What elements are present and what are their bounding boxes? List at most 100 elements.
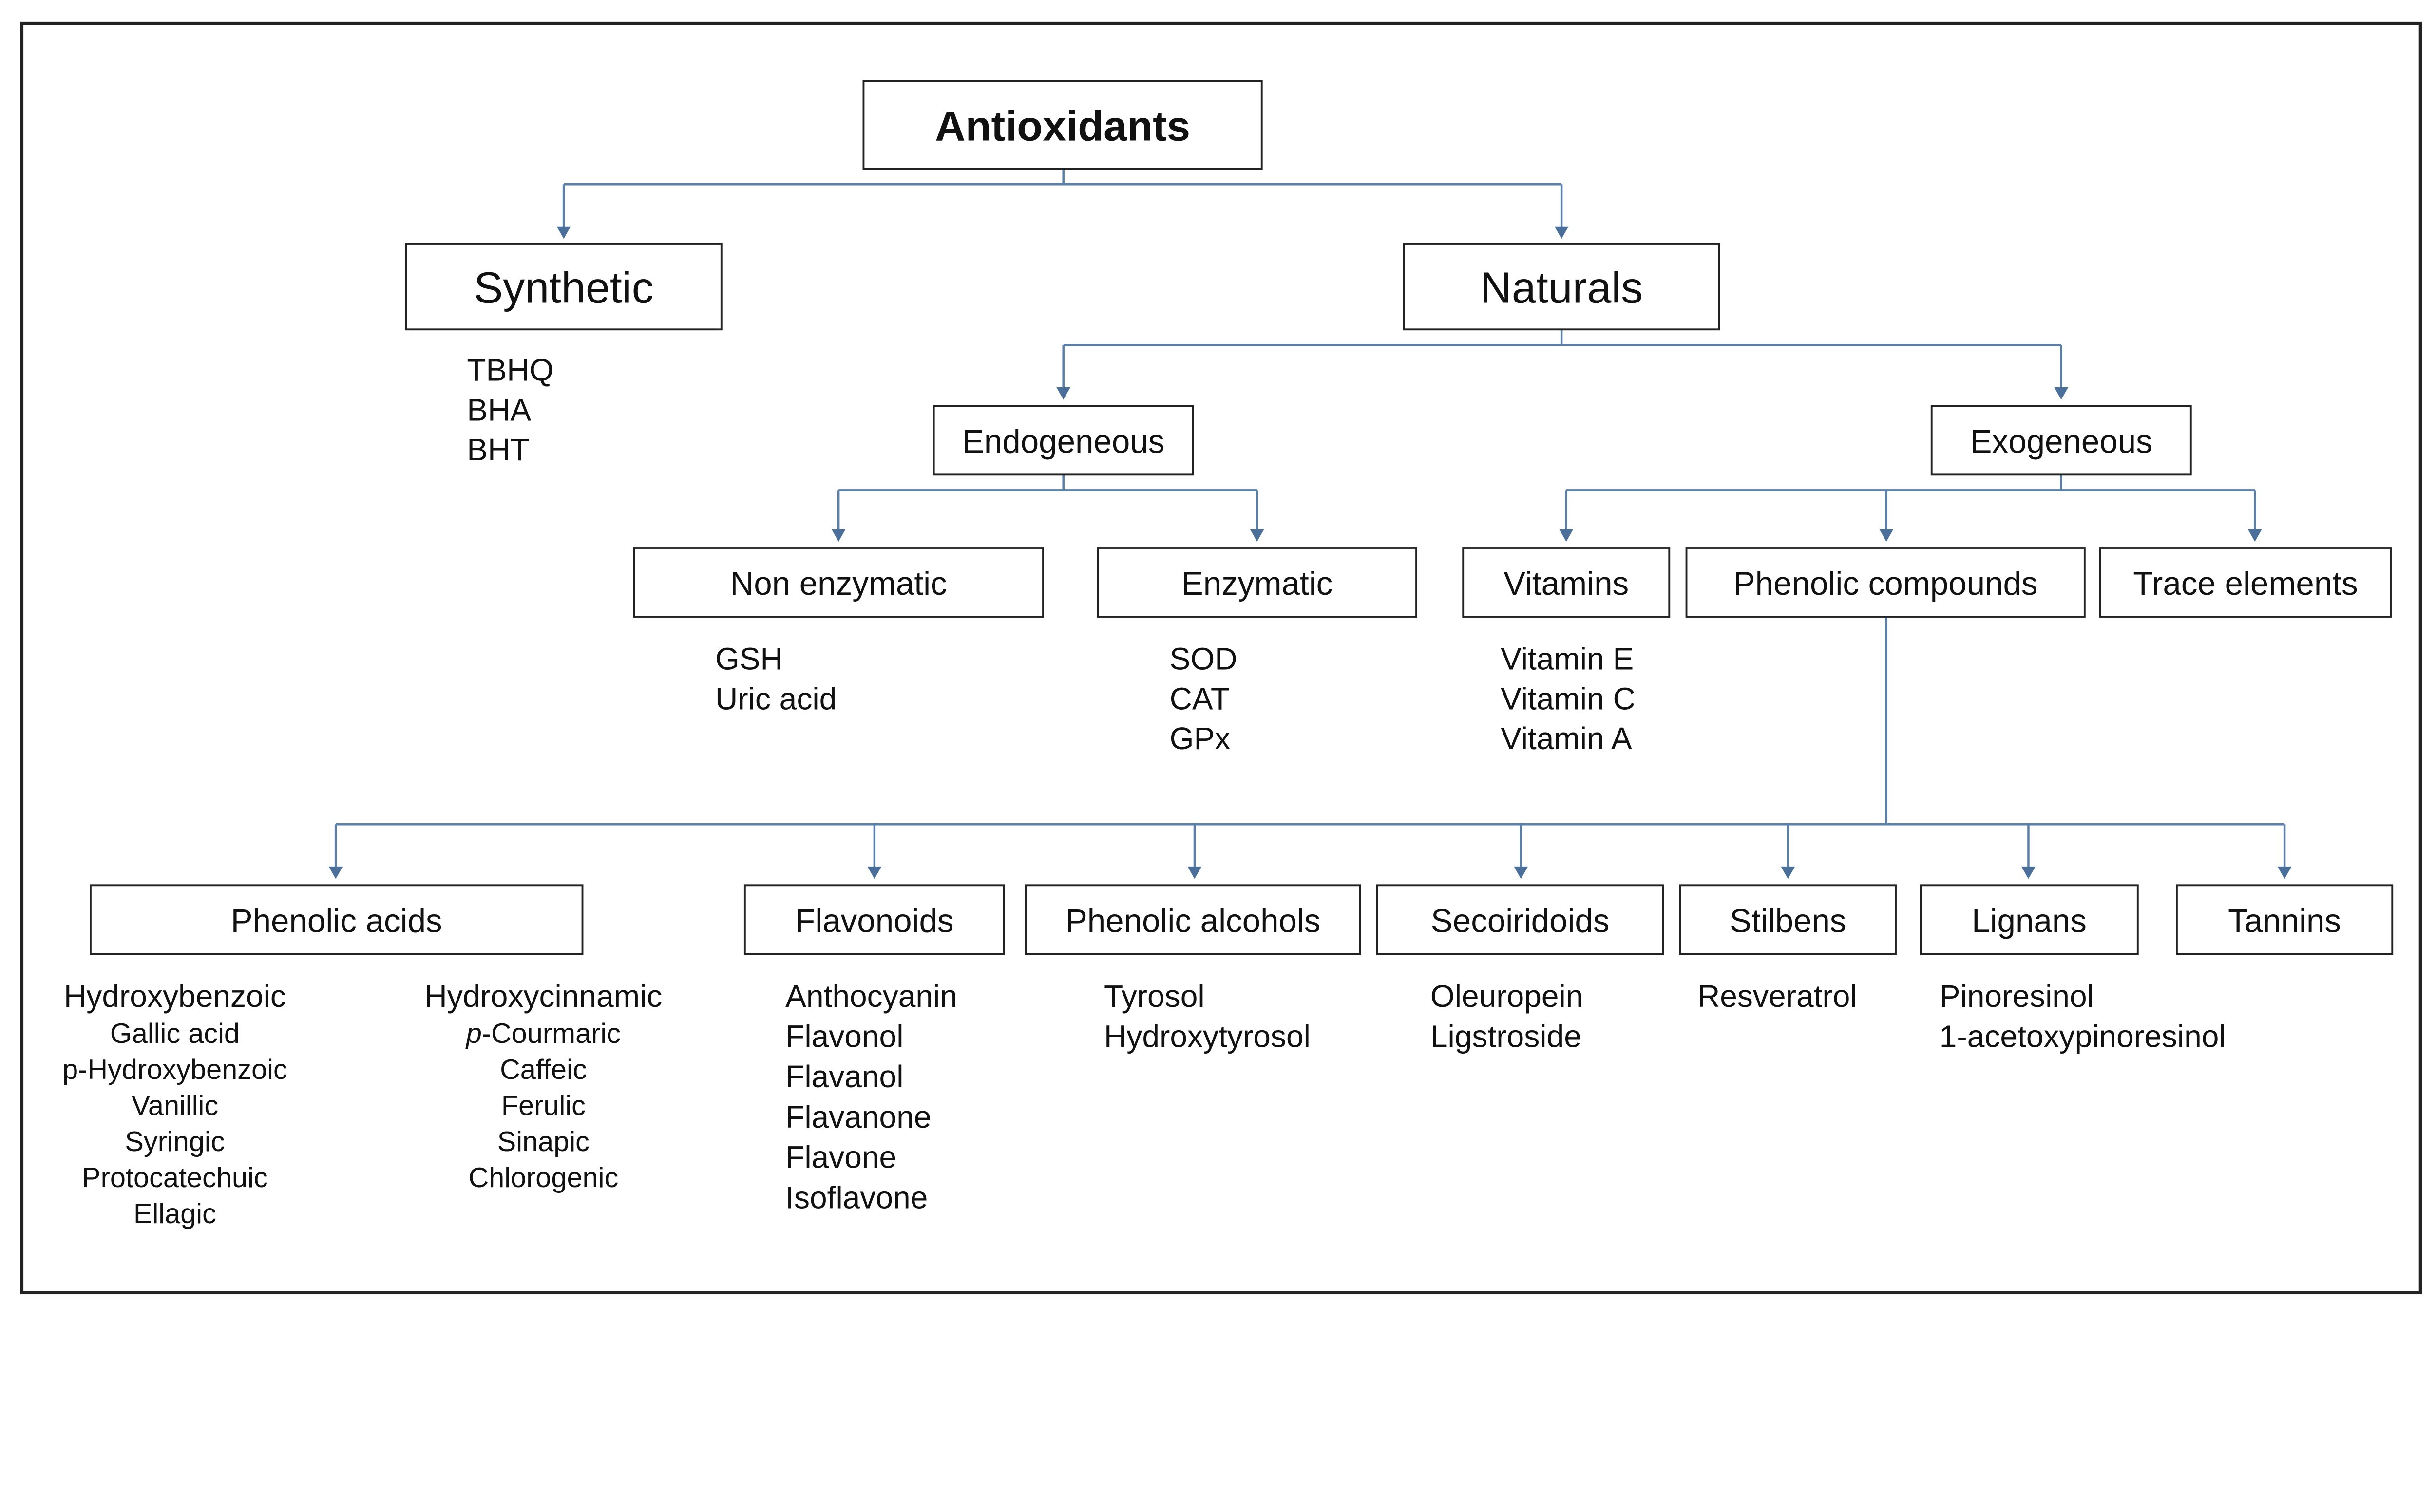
list-item: Gallic acid xyxy=(110,1018,240,1049)
arrow-down-icon xyxy=(1554,226,1569,239)
node-label: Synthetic xyxy=(474,264,654,312)
node-box xyxy=(1462,547,1671,618)
node-box xyxy=(1685,547,2086,618)
node-label: Trace elements xyxy=(2133,566,2358,602)
item-list-vitamins: Vitamin E Vitamin C Vitamin A xyxy=(1501,642,1636,756)
node-label: Lignans xyxy=(1972,903,2087,940)
list-item: Resveratrol xyxy=(1697,979,1857,1014)
list-item: p-Courmaric xyxy=(465,1018,621,1049)
node-box xyxy=(89,884,584,955)
list-item: GPx xyxy=(1170,721,1231,756)
arrow-down-icon xyxy=(2021,866,2036,879)
node-tannins: Tannins xyxy=(2176,884,2394,955)
node-label: Stilbens xyxy=(1730,903,1846,940)
node-enzymatic: Enzymatic xyxy=(1097,547,1417,618)
node-box xyxy=(633,547,1044,618)
list-item: Vanillic xyxy=(132,1090,218,1121)
arrow-down-icon xyxy=(1250,529,1264,542)
list-item: Oleuropein xyxy=(1430,979,1583,1014)
node-box xyxy=(1403,243,1720,331)
node-label: Phenolic acids xyxy=(231,903,442,940)
list-item: TBHQ xyxy=(467,353,553,388)
arrow-down-icon xyxy=(1514,866,1528,879)
node-box xyxy=(1097,547,1417,618)
arrow-down-icon xyxy=(2054,387,2069,400)
list-item: Tyrosol xyxy=(1104,979,1205,1014)
arrow-down-icon xyxy=(2247,529,2262,542)
node-box xyxy=(1920,884,2139,955)
list-item: Vitamin A xyxy=(1501,721,1632,756)
list-item: Caffeic xyxy=(500,1054,587,1085)
list-item: Ferulic xyxy=(501,1090,586,1121)
node-phenolic-compounds: Phenolic compounds xyxy=(1685,547,2086,618)
list-item: SOD xyxy=(1170,642,1237,677)
list-item: Sinapic xyxy=(497,1126,590,1157)
connectors xyxy=(328,169,2292,879)
node-label: Flavonoids xyxy=(795,903,953,940)
arrow-down-icon xyxy=(1187,866,1202,879)
list-item: Vitamin E xyxy=(1501,642,1634,677)
phenolic-acid-group: Hydroxycinnamic p-CourmaricCaffeicFerulic… xyxy=(424,979,662,1193)
node-box xyxy=(405,243,723,331)
arrow-down-icon xyxy=(867,866,882,879)
node-label: Vitamins xyxy=(1503,566,1629,602)
node-stilbens: Stilbens xyxy=(1679,884,1897,955)
list-item: p-Hydroxybenzoic xyxy=(62,1054,287,1085)
list-item: Isoflavone xyxy=(785,1180,928,1215)
node-lignans: Lignans xyxy=(1920,884,2139,955)
list-item: Flavonol xyxy=(785,1019,903,1054)
item-list-stilbens: Resveratrol xyxy=(1697,979,1857,1014)
node-phenolic-acids: Phenolic acids xyxy=(89,884,584,955)
node-label: Non enzymatic xyxy=(730,566,947,602)
node-secoiridoids: Secoiridoids xyxy=(1376,884,1664,955)
list-item: Ellagic xyxy=(133,1198,216,1229)
list-item: BHA xyxy=(467,392,531,427)
node-box xyxy=(2099,547,2392,618)
node-non-enzymatic: Non enzymatic xyxy=(633,547,1044,618)
list-item: Pinoresinol xyxy=(1940,979,2094,1014)
list-item: 1-acetoxypinoresinol xyxy=(1940,1019,2226,1054)
outer-frame xyxy=(20,21,2422,1295)
node-box xyxy=(933,405,1194,476)
list-item: GSH xyxy=(715,642,783,677)
list-item: Ligstroside xyxy=(1430,1019,1581,1054)
node-box xyxy=(2176,884,2394,955)
list-item: Flavanone xyxy=(785,1099,931,1134)
node-synthetic: Synthetic xyxy=(405,243,723,331)
node-label: Secoiridoids xyxy=(1431,903,1610,940)
node-label: Phenolic compounds xyxy=(1733,566,2038,602)
node-box xyxy=(862,80,1263,170)
arrow-down-icon xyxy=(1559,529,1574,542)
node-label: Exogeneous xyxy=(1970,424,2152,460)
item-list-lignans: Pinoresinol 1-acetoxypinoresinol xyxy=(1940,979,2226,1054)
list-item: BHT xyxy=(467,432,529,467)
arrow-down-icon xyxy=(1781,866,1795,879)
node-label: Endogeneous xyxy=(962,424,1164,460)
node-label: Phenolic alcohols xyxy=(1066,903,1321,940)
arrow-down-icon xyxy=(556,226,571,239)
node-box xyxy=(1025,884,1361,955)
node-box xyxy=(1930,405,2192,476)
node-box xyxy=(743,884,1005,955)
list-item: Vitamin C xyxy=(1501,681,1636,716)
node-trace-elements: Trace elements xyxy=(2099,547,2392,618)
arrow-down-icon xyxy=(831,529,846,542)
group-header: Hydroxycinnamic xyxy=(424,979,662,1014)
list-item: Anthocyanin xyxy=(785,979,957,1014)
arrow-down-icon xyxy=(2277,866,2292,879)
item-list-synthetic: TBHQ BHA BHT xyxy=(467,353,553,467)
node-label: Enzymatic xyxy=(1181,566,1332,602)
list-item: Syringic xyxy=(125,1126,225,1157)
list-item: Flavanol xyxy=(785,1059,903,1094)
arrow-down-icon xyxy=(328,866,343,879)
node-label: Tannins xyxy=(2228,903,2341,940)
node-box xyxy=(1376,884,1664,955)
list-item: Flavone xyxy=(785,1140,896,1175)
node-phenolic-alcohols: Phenolic alcohols xyxy=(1025,884,1361,955)
